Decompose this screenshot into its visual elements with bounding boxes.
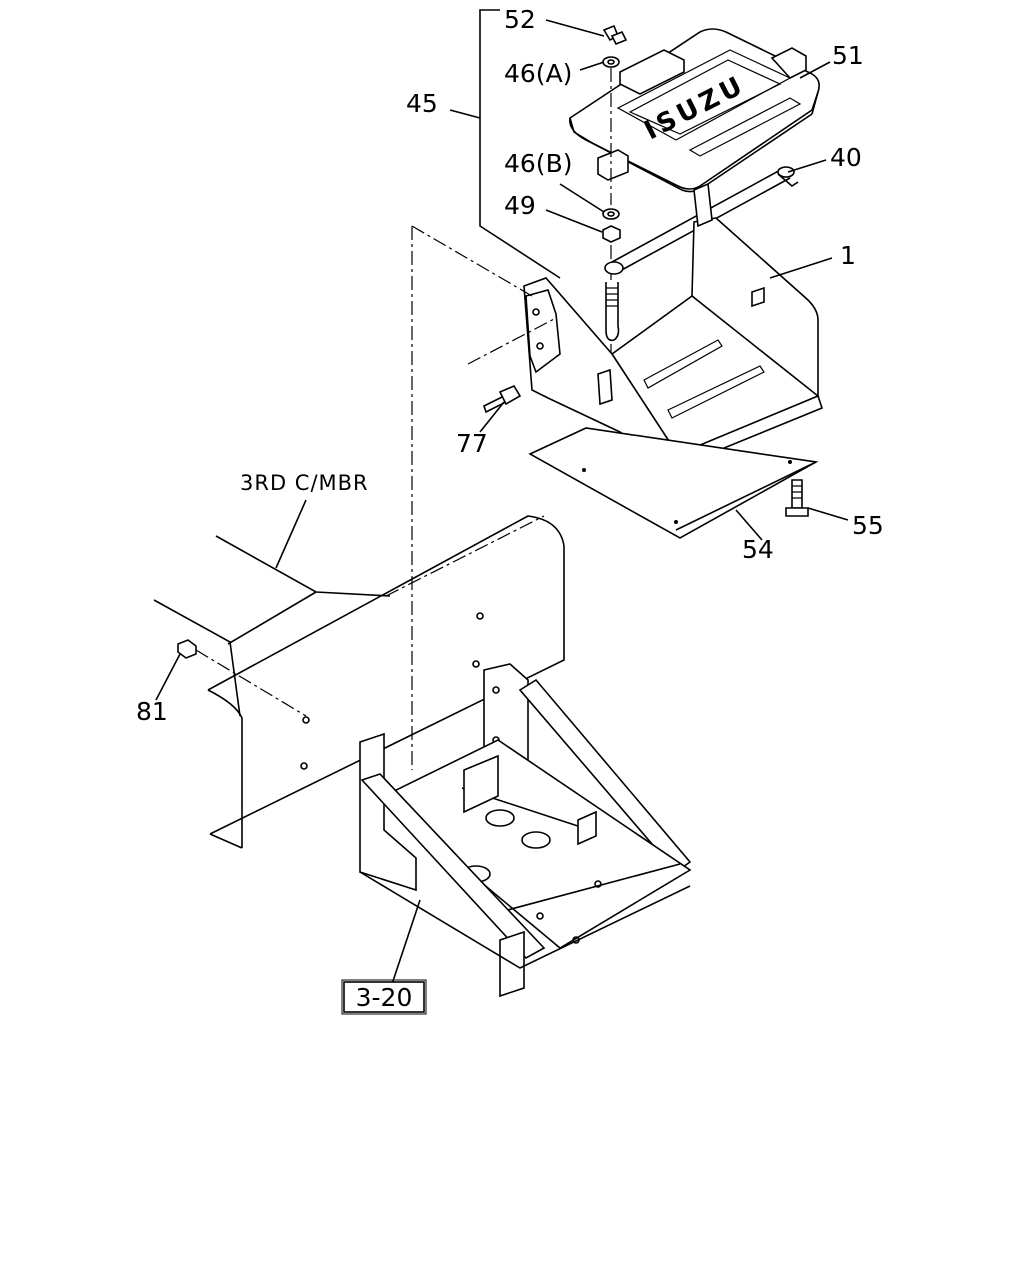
- callout-46b: 46(B): [504, 149, 572, 178]
- battery-carrier: [359, 663, 692, 998]
- frame-side-rail: [153, 515, 565, 849]
- callout-45: 45: [406, 89, 438, 118]
- callout-51: 51: [832, 41, 864, 70]
- reference-box-label: 3-20: [356, 983, 413, 1012]
- assembly-lines: [385, 225, 545, 770]
- callout-77: 77: [456, 429, 488, 458]
- callout-labels: 52 46(A) 45 46(B) 49 51 40 1 77 55 54 81…: [136, 5, 884, 726]
- callout-46a: 46(A): [504, 59, 572, 88]
- hold-down-hardware: [602, 24, 628, 372]
- battery-tray: [523, 182, 823, 467]
- screw-55: [785, 479, 809, 517]
- leader-lines: [155, 9, 849, 985]
- tray-pad: [528, 427, 819, 539]
- bolt-77: [467, 317, 557, 414]
- callout-54: 54: [742, 535, 774, 564]
- callout-1: 1: [840, 241, 856, 270]
- callout-81: 81: [136, 697, 168, 726]
- callout-40: 40: [830, 143, 862, 172]
- third-crossmember-label: 3RD C/MBR: [240, 471, 369, 495]
- callout-55: 55: [852, 511, 884, 540]
- callout-52: 52: [504, 5, 536, 34]
- battery-cover: ISUZU: [569, 28, 820, 193]
- callout-49: 49: [504, 191, 536, 220]
- nut-81: [177, 639, 307, 717]
- reference-box: 3-20: [341, 979, 427, 1015]
